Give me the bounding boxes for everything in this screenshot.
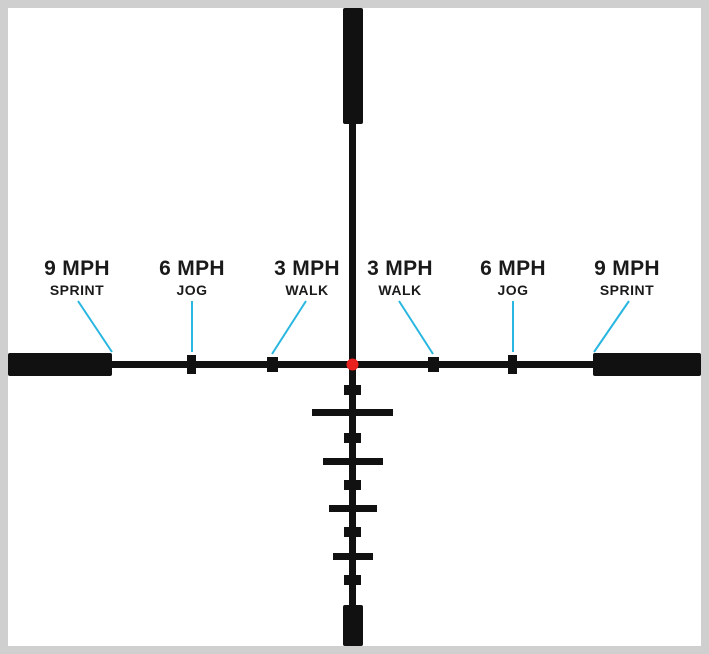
lead-mark-3mph-right bbox=[428, 357, 439, 372]
drop-bar-2 bbox=[323, 458, 383, 465]
drop-bar-3 bbox=[329, 505, 377, 512]
lead-label-3mph-right: 3 MPH WALK bbox=[350, 258, 450, 297]
lead-pace: JOG bbox=[176, 282, 208, 298]
lead-pace: WALK bbox=[378, 282, 422, 298]
leader-line-walk-right bbox=[398, 300, 434, 355]
lead-speed: 9 MPH bbox=[594, 257, 660, 280]
drop-bar-1 bbox=[312, 409, 393, 416]
leader-line-sprint-right bbox=[593, 300, 630, 353]
lead-pace: WALK bbox=[285, 282, 329, 298]
lead-label-6mph-left: 6 MPH JOG bbox=[142, 258, 242, 297]
drop-bar-4 bbox=[333, 553, 373, 560]
drop-dot-1 bbox=[344, 385, 361, 395]
left-post bbox=[8, 353, 112, 376]
lead-pace: SPRINT bbox=[599, 282, 655, 298]
leader-line-sprint-left bbox=[77, 300, 113, 353]
drop-dot-5 bbox=[344, 575, 361, 585]
drop-dot-2 bbox=[344, 433, 361, 443]
lead-mark-3mph-left bbox=[267, 357, 278, 372]
lead-mark-6mph-right bbox=[508, 355, 517, 374]
right-post bbox=[593, 353, 701, 376]
lead-mark-6mph-left bbox=[187, 355, 196, 374]
lead-speed: 6 MPH bbox=[480, 257, 546, 280]
lead-speed: 3 MPH bbox=[367, 257, 433, 280]
drop-dot-4 bbox=[344, 527, 361, 537]
drop-dot-3 bbox=[344, 480, 361, 490]
lead-label-6mph-right: 6 MPH JOG bbox=[463, 258, 563, 297]
lead-speed: 9 MPH bbox=[44, 257, 110, 280]
top-post bbox=[343, 8, 363, 124]
lead-pace: SPRINT bbox=[49, 282, 105, 298]
lead-label-9mph-left: 9 MPH SPRINT bbox=[27, 258, 127, 297]
lead-label-9mph-right: 9 MPH SPRINT bbox=[577, 258, 677, 297]
lead-speed: 6 MPH bbox=[159, 257, 225, 280]
leader-line-walk-left bbox=[271, 300, 307, 355]
lead-label-3mph-left: 3 MPH WALK bbox=[257, 258, 357, 297]
lead-speed: 3 MPH bbox=[274, 257, 340, 280]
center-dot bbox=[346, 358, 359, 371]
lead-pace: JOG bbox=[497, 282, 529, 298]
bottom-post bbox=[343, 605, 363, 646]
